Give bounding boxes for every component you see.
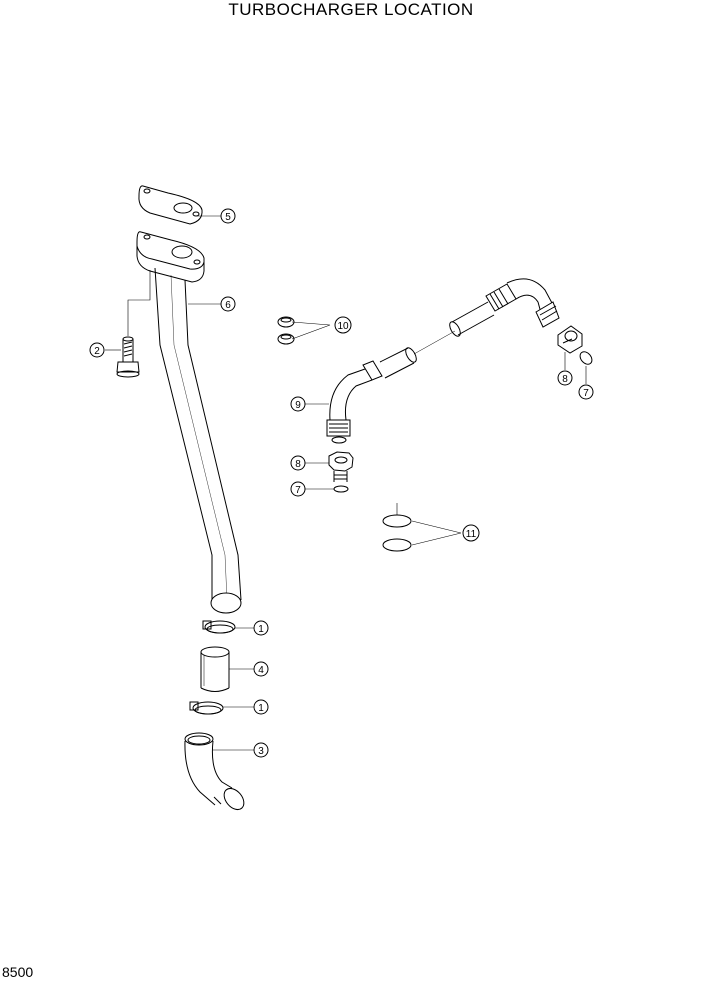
callout-label: 4 <box>258 665 264 676</box>
callout-8-center: 8 <box>290 455 306 471</box>
callout-label: 1 <box>258 703 264 714</box>
callout-label: 11 <box>466 529 477 540</box>
pipe-flange-part <box>136 231 205 283</box>
gasket-part <box>138 185 203 225</box>
callout-label: 3 <box>258 746 264 757</box>
callout-5: 5 <box>220 208 236 224</box>
callout-3: 3 <box>253 742 269 758</box>
oil-return-pipe-part <box>154 267 242 614</box>
callout-label: 10 <box>337 321 349 332</box>
callout-7-right: 7 <box>578 384 594 400</box>
diagram-title: TURBOCHARGER LOCATION <box>228 0 474 19</box>
callout-label: 7 <box>295 485 301 496</box>
leader-lines <box>105 215 587 751</box>
callout-label: 8 <box>562 374 568 385</box>
callout-label: 5 <box>225 212 231 223</box>
callout-label: 6 <box>225 300 231 311</box>
large-o-ring-part <box>382 503 412 552</box>
hose-clamp-part <box>202 620 236 634</box>
callout-1-lower: 1 <box>253 699 269 715</box>
callout-label: 1 <box>258 624 264 635</box>
callout-10: 10 <box>334 316 352 334</box>
o-ring-part <box>579 351 593 365</box>
callout-label: 2 <box>94 346 100 357</box>
adapter-fitting-part <box>557 325 583 354</box>
callout-1-upper: 1 <box>253 620 269 636</box>
callout-label: 9 <box>295 400 301 411</box>
callout-9: 9 <box>290 396 306 412</box>
callout-label: 7 <box>583 388 589 399</box>
callout-8-right: 8 <box>557 370 573 386</box>
hose-assembly-part <box>326 278 560 444</box>
o-ring-part <box>277 316 295 345</box>
callout-4: 4 <box>253 661 269 677</box>
callout-label: 8 <box>295 459 301 470</box>
elbow-pipe-part <box>184 732 245 811</box>
bolt-part <box>116 270 151 378</box>
o-ring-part <box>333 485 349 493</box>
callout-11: 11 <box>462 524 480 542</box>
callout-2: 2 <box>89 342 105 358</box>
callout-6: 6 <box>220 296 236 312</box>
hose-clamp-part <box>189 701 224 715</box>
rubber-hose-part <box>200 646 230 692</box>
page-code: 8500 <box>2 964 34 980</box>
callout-7-center: 7 <box>290 481 306 497</box>
adapter-fitting-part <box>328 451 354 482</box>
